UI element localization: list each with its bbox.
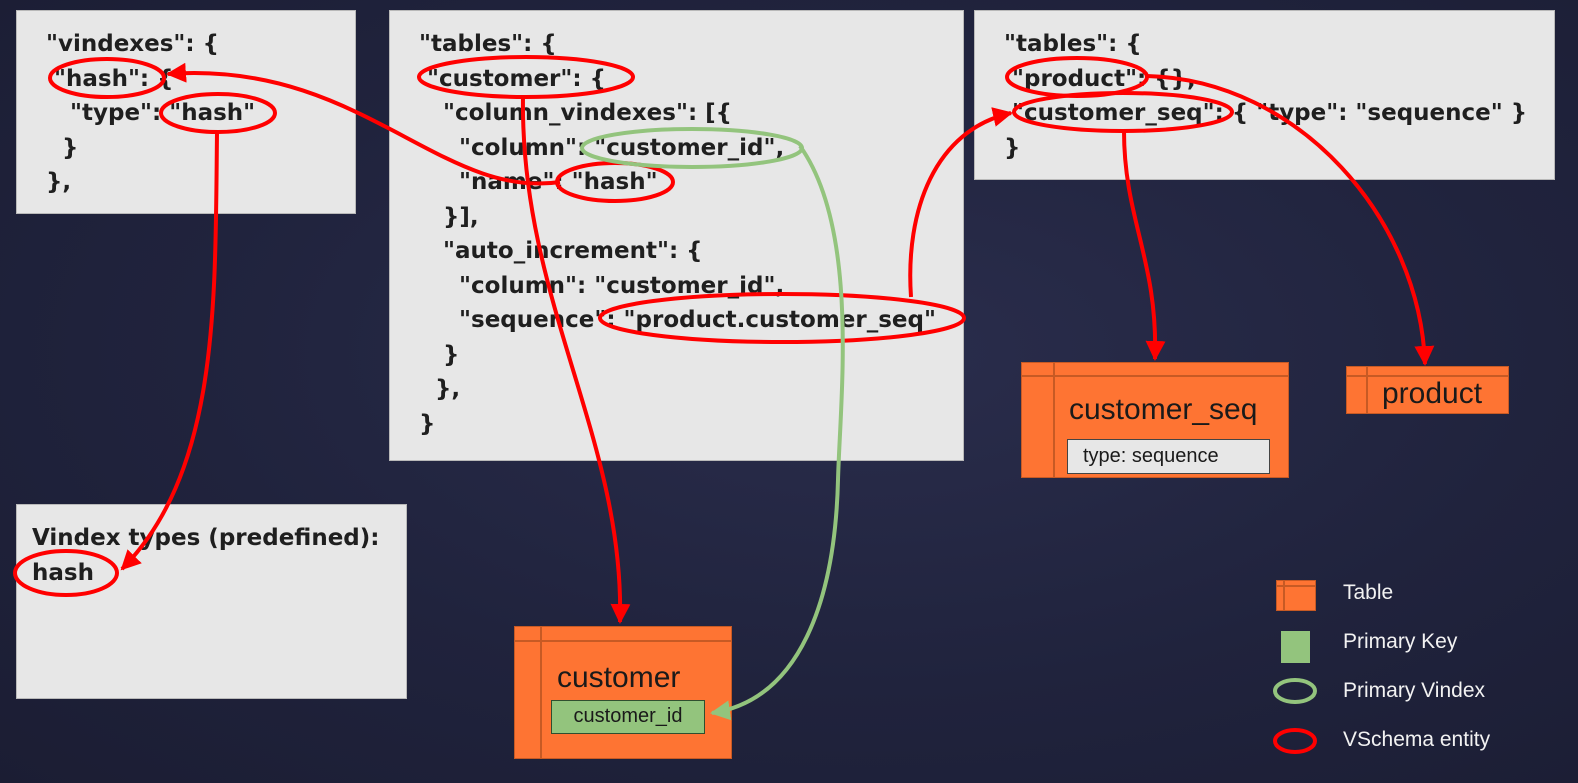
arrow-customer-to-customer-table xyxy=(520,96,631,624)
customer-seq-table-name: customer_seq xyxy=(1069,393,1258,426)
code-line: } xyxy=(46,134,79,161)
vindex-type-hash: hash xyxy=(32,559,94,586)
legend-primary-vindex-ellipse xyxy=(1273,678,1317,704)
ellipse-type-hash xyxy=(159,92,277,134)
arrow-customer-seq-to-table xyxy=(1122,130,1166,361)
code-line: }, xyxy=(46,169,72,195)
customer-id-primary-key: customer_id xyxy=(551,700,705,734)
ellipse-name-hash xyxy=(555,161,675,203)
code-line: "vindexes": { xyxy=(46,31,219,57)
legend-vschema-entity-ellipse xyxy=(1273,728,1317,754)
arrow-product-to-product-table xyxy=(1146,74,1435,366)
code-line: }], xyxy=(419,203,479,230)
code-line: "customer_seq": { "type": "sequence" } xyxy=(1004,100,1528,126)
code-line: "column_vindexes": [{ xyxy=(419,100,733,126)
arrow-primary-vindex-to-customer-id xyxy=(710,144,845,721)
ellipse-product xyxy=(1005,56,1149,98)
customer-seq-type: type: sequence xyxy=(1067,439,1270,474)
ellipse-customer xyxy=(417,55,635,99)
legend-table-label: Table xyxy=(1343,581,1394,604)
code-line: "type": "hash" xyxy=(46,100,256,126)
customer-seq-table: customer_seq type: sequence xyxy=(1021,362,1289,478)
arrow-name-hash-to-vindex-hash xyxy=(166,62,561,186)
legend-primary-key-swatch xyxy=(1281,631,1310,663)
ellipse-customer-seq xyxy=(1012,91,1234,133)
customer-table-name: customer xyxy=(557,661,681,694)
product-table: product xyxy=(1346,366,1509,414)
legend-table-swatch xyxy=(1276,580,1316,611)
code-line: "tables": { xyxy=(1004,31,1142,57)
customer-table: customer customer_id xyxy=(514,626,732,759)
code-line: "auto_increment": { xyxy=(419,238,703,264)
ellipse-primary-vindex-column xyxy=(580,127,804,169)
tables-code: "tables": { "customer": { "column_vindex… xyxy=(419,27,936,441)
ellipse-vindex-types-hash xyxy=(13,549,119,597)
product-code: "tables": { "product": {}, "customer_seq… xyxy=(1004,27,1527,165)
code-line: "sequence": "product.customer_seq" xyxy=(419,307,936,333)
code-line: "tables": { xyxy=(419,31,557,57)
legend-primary-vindex-label: Primary Vindex xyxy=(1343,679,1485,702)
legend-primary-key-label: Primary Key xyxy=(1343,630,1458,653)
product-table-name: product xyxy=(1382,377,1483,410)
arrow-sequence-to-customer-seq xyxy=(908,107,1013,298)
ellipse-vindex-hash xyxy=(48,57,166,99)
code-line: "customer": { xyxy=(419,65,606,92)
arrow-type-hash-to-vindex-types xyxy=(120,132,219,571)
tables-panel: "tables": { "customer": { "column_vindex… xyxy=(389,10,964,461)
code-line: } xyxy=(1004,134,1021,161)
legend-vschema-entity-label: VSchema entity xyxy=(1343,728,1491,751)
code-line: } xyxy=(419,410,436,437)
code-line: "column": "customer_id", xyxy=(419,272,785,299)
code-line: }, xyxy=(419,376,461,402)
ellipse-sequence xyxy=(598,292,966,344)
code-line: } xyxy=(419,341,460,368)
